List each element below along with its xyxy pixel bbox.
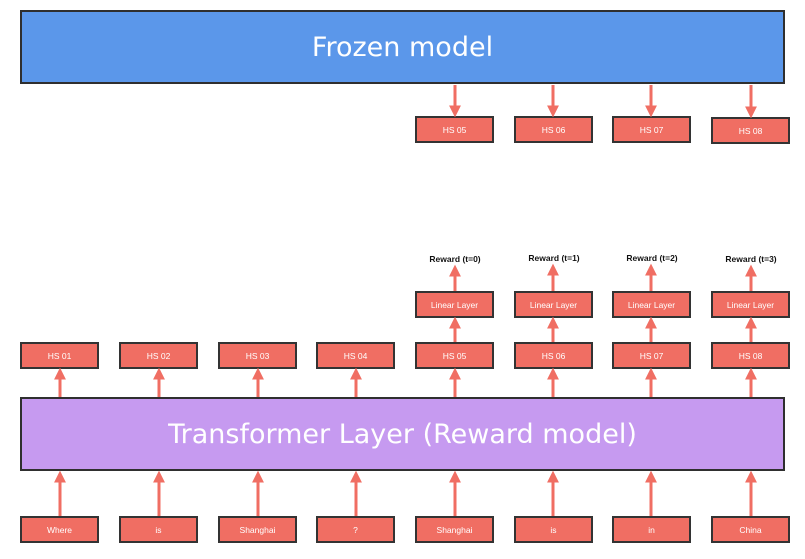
hidden-state-label: HS 04 (343, 350, 368, 361)
input-token-label: China (739, 524, 762, 535)
reward-label: Reward (t=2) (626, 253, 678, 263)
input-token-box: is (514, 516, 593, 543)
input-token-box: ? (316, 516, 395, 543)
input-token-box: Where (20, 516, 99, 543)
input-token-label: is (550, 524, 557, 535)
input-token-box: Shanghai (218, 516, 297, 543)
frozen-hs-label: HS 06 (541, 124, 566, 135)
input-token-label: Shanghai (239, 524, 276, 535)
hidden-state-label: HS 02 (146, 350, 171, 361)
input-token-box: China (711, 516, 790, 543)
linear-layer-label: Linear Layer (726, 299, 775, 310)
linear-layer-box: Linear Layer (612, 291, 691, 318)
reward-label: Reward (t=3) (725, 254, 777, 264)
reward-label: Reward (t=1) (528, 253, 580, 263)
hidden-state-label: HS 03 (245, 350, 270, 361)
input-token-box: is (119, 516, 198, 543)
input-token-label: Shanghai (436, 524, 473, 535)
linear-layer-box: Linear Layer (514, 291, 593, 318)
frozen-hs-label: HS 05 (442, 124, 467, 135)
input-token-label: Where (46, 524, 73, 535)
frozen-model-label: Frozen model (311, 31, 494, 63)
frozen-hs-box: HS 05 (415, 116, 494, 143)
hidden-state-label: HS 08 (738, 350, 763, 361)
input-token-box: in (612, 516, 691, 543)
reward-model-block: Transformer Layer (Reward model) (20, 397, 785, 471)
linear-layer-label: Linear Layer (529, 299, 578, 310)
input-token-label: ? (353, 524, 358, 535)
hidden-state-label: HS 07 (639, 350, 664, 361)
reward-model-label: Transformer Layer (Reward model) (168, 418, 637, 450)
frozen-hs-box: HS 06 (514, 116, 593, 143)
hidden-state-label: HS 01 (47, 350, 72, 361)
linear-layer-label: Linear Layer (627, 299, 676, 310)
hidden-state-box: HS 01 (20, 342, 99, 369)
linear-layer-label: Linear Layer (430, 299, 479, 310)
frozen-hs-box: HS 07 (612, 116, 691, 143)
input-token-label: in (648, 524, 655, 535)
reward-label: Reward (t=0) (429, 254, 481, 264)
frozen-hs-label: HS 07 (639, 124, 664, 135)
input-token-label: is (155, 524, 162, 535)
hidden-state-label: HS 06 (541, 350, 566, 361)
frozen-hs-label: HS 08 (738, 125, 763, 136)
input-token-box: Shanghai (415, 516, 494, 543)
frozen-model-block: Frozen model (20, 10, 785, 84)
hidden-state-label: HS 05 (442, 350, 467, 361)
